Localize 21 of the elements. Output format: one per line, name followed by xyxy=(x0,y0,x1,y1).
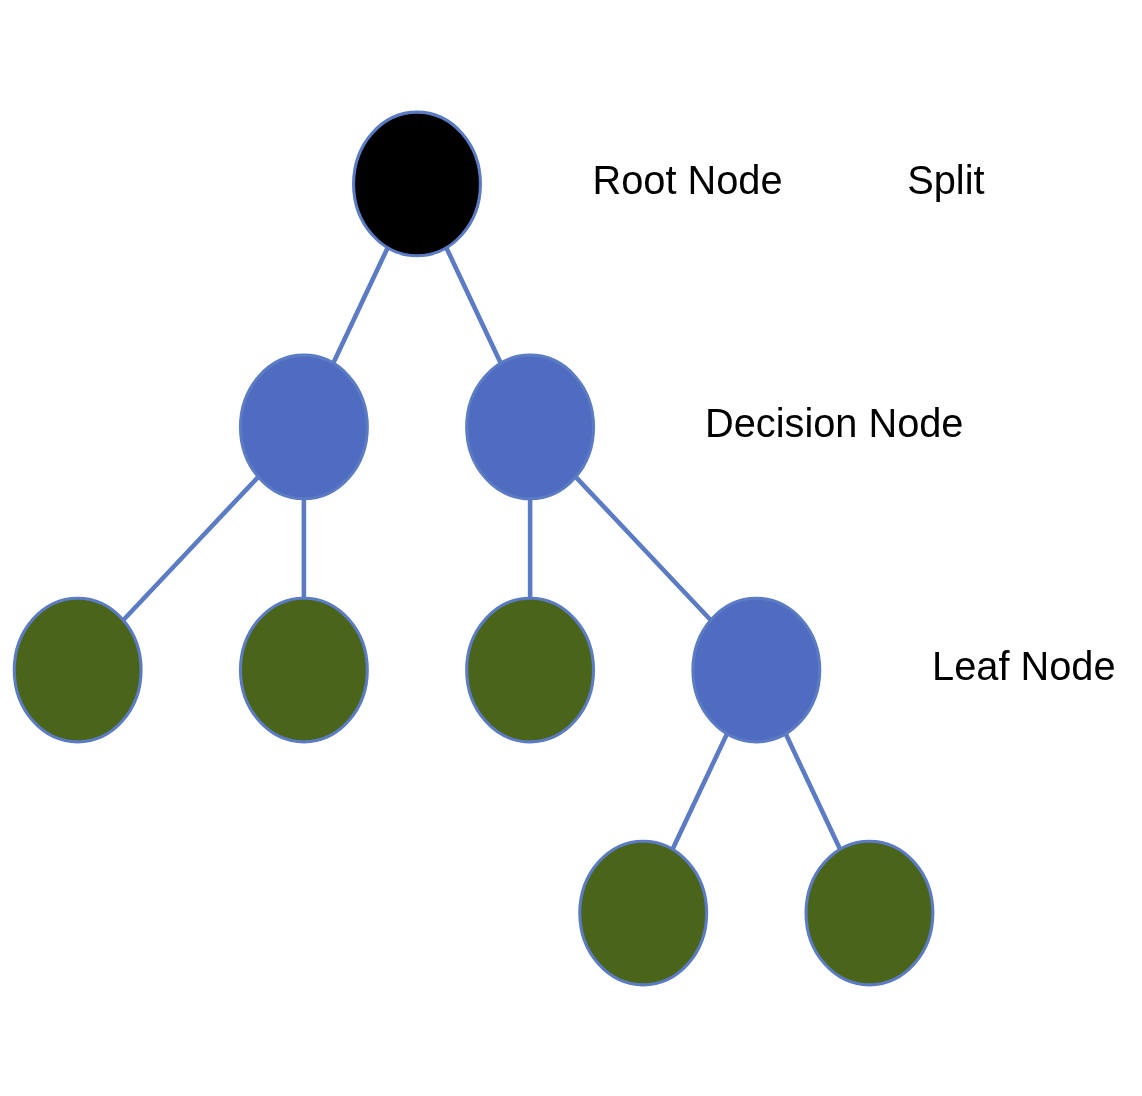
label: Decision Node xyxy=(705,400,964,445)
connector xyxy=(301,498,307,598)
connector xyxy=(527,498,533,598)
node-circle xyxy=(578,839,709,986)
node-circle xyxy=(465,596,596,743)
node-circle xyxy=(238,353,369,500)
label: Root Node xyxy=(592,157,783,202)
node-circle xyxy=(12,596,143,743)
node-circle xyxy=(238,596,369,743)
label: Leaf Node xyxy=(932,643,1116,688)
connector xyxy=(574,475,713,622)
node-circle xyxy=(691,596,822,743)
connector xyxy=(444,246,503,364)
node-circle xyxy=(465,353,596,500)
connector xyxy=(121,475,260,622)
label: Split xyxy=(907,157,985,202)
connector xyxy=(670,732,729,850)
connector xyxy=(331,246,390,364)
node-circle xyxy=(352,110,482,257)
node-circle xyxy=(804,839,935,986)
connector xyxy=(783,732,843,850)
